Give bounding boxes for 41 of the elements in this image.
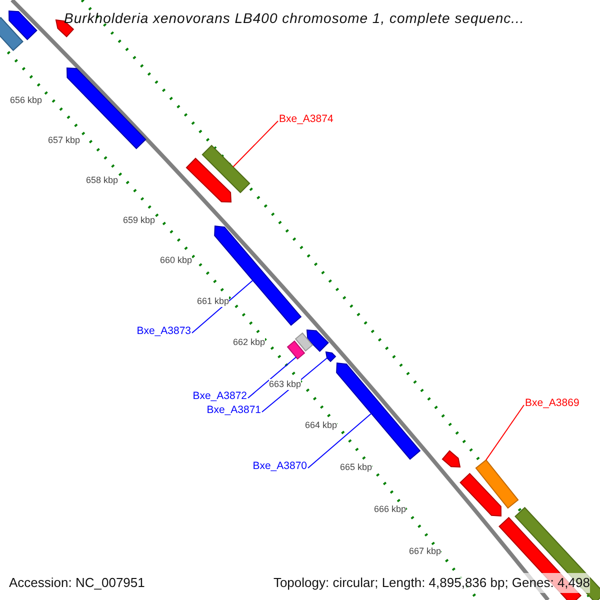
kbp-label: 667 kbp — [409, 546, 442, 557]
kbp-label: 666 kbp — [374, 504, 406, 515]
kbp-label: 662 kbp — [233, 337, 266, 348]
title: Burkholderia xenovorans LB400 chromosome 1, complete sequenc... — [64, 9, 524, 28]
gene-bar — [66, 67, 146, 150]
gene-label: Bxe_A3871 — [206, 403, 261, 417]
leader-line — [248, 356, 297, 398]
gene-bar — [286, 340, 306, 360]
gene-label: Bxe_A3869 — [525, 396, 580, 410]
gene-label: Bxe_A3873 — [136, 324, 191, 338]
leader-line — [232, 120, 278, 168]
leader-line — [486, 404, 524, 460]
kbp-label: 664 kbp — [305, 420, 338, 431]
gene-bar — [8, 10, 38, 40]
kbp-label: 663 kbp — [269, 379, 302, 390]
gene-bar — [460, 472, 502, 517]
gene-bar — [214, 225, 302, 326]
gene-label: Bxe_A3870 — [252, 459, 307, 473]
kbp-label: 665 kbp — [340, 462, 372, 473]
gene-bar — [202, 144, 250, 194]
gene-bar — [306, 329, 329, 352]
kbp-label: 660 kbp — [160, 255, 192, 266]
kbp-label: 659 kbp — [123, 215, 156, 226]
gene-bar — [186, 158, 232, 203]
leader-line — [192, 280, 254, 334]
gene-bar — [336, 362, 421, 460]
gene-bar — [294, 332, 314, 352]
gene-label: Bxe_A3872 — [192, 389, 247, 403]
gene-label: Bxe_A3874 — [279, 112, 334, 126]
leader-line — [308, 413, 372, 468]
accession-text: Accession: NC_007951 — [9, 574, 145, 592]
kbp-label: 657 kbp — [48, 135, 80, 146]
kbp-label: 658 kbp — [86, 175, 118, 186]
gene-bar — [325, 351, 336, 362]
gene-bar — [514, 506, 600, 600]
gene-bar — [0, 16, 24, 52]
kbp-label: 656 kbp — [10, 95, 42, 106]
gene-bar — [475, 459, 519, 509]
kbp-label: 661 kbp — [197, 296, 230, 307]
gene-bar — [442, 450, 461, 468]
genome-summary-text: Topology: circular; Length: 4,895,836 bp; Genes: 4,498 — [273, 573, 590, 592]
